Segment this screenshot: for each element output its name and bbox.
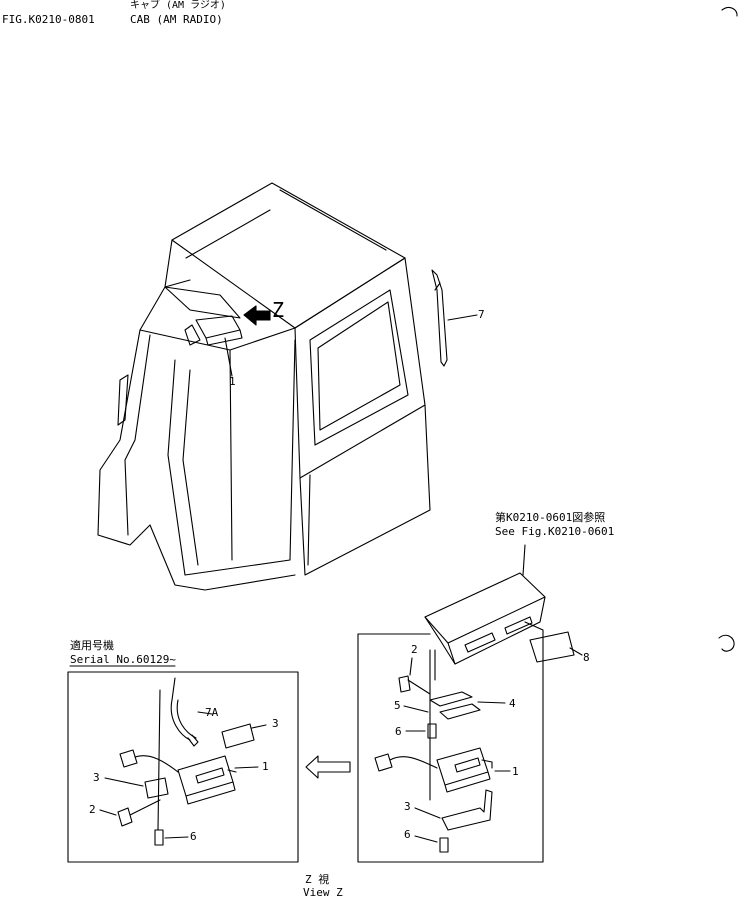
callout-8-right: 8	[583, 651, 590, 664]
callout-5-right: 5	[394, 699, 401, 712]
cab-drawing	[98, 183, 430, 590]
view-z-arrow	[244, 306, 270, 325]
callout-3-left-upper: 3	[272, 717, 279, 730]
callout-6-right-lower: 6	[404, 828, 411, 841]
callout-1-main: 1	[229, 375, 236, 388]
serial-applicability-japanese: 適用号機	[70, 639, 114, 652]
callout-6-left: 6	[190, 830, 197, 843]
reference-note-japanese: 第K0210-0601図参照	[495, 511, 606, 524]
callout-2-right: 2	[411, 643, 418, 656]
view-z-label: Z	[272, 298, 285, 322]
figure-title: CAB (AM RADIO)	[130, 13, 223, 26]
callout-6-right-upper: 6	[395, 725, 402, 738]
callout-3-right: 3	[404, 800, 411, 813]
title-japanese: キャブ (AM ラジオ)	[130, 0, 226, 11]
callout-2-left: 2	[89, 803, 96, 816]
callout-4-right: 4	[509, 697, 516, 710]
right-exploded-view	[358, 545, 582, 862]
callout-1-right: 1	[512, 765, 519, 778]
serial-applicability: Serial No.60129~	[70, 653, 176, 666]
left-exploded-view	[68, 666, 298, 862]
callout-7-main: 7	[478, 308, 485, 321]
reference-note: See Fig.K0210-0601	[495, 525, 615, 538]
callout-7a-left: 7A	[205, 706, 219, 719]
view-caption: View Z	[303, 886, 343, 899]
view-transfer-arrow	[306, 756, 350, 778]
callout-3-left-lower: 3	[93, 771, 100, 784]
callout-1-left: 1	[262, 760, 269, 773]
figure-number: FIG.K0210-0801	[2, 13, 95, 26]
view-caption-japanese: Z 視	[305, 873, 330, 886]
